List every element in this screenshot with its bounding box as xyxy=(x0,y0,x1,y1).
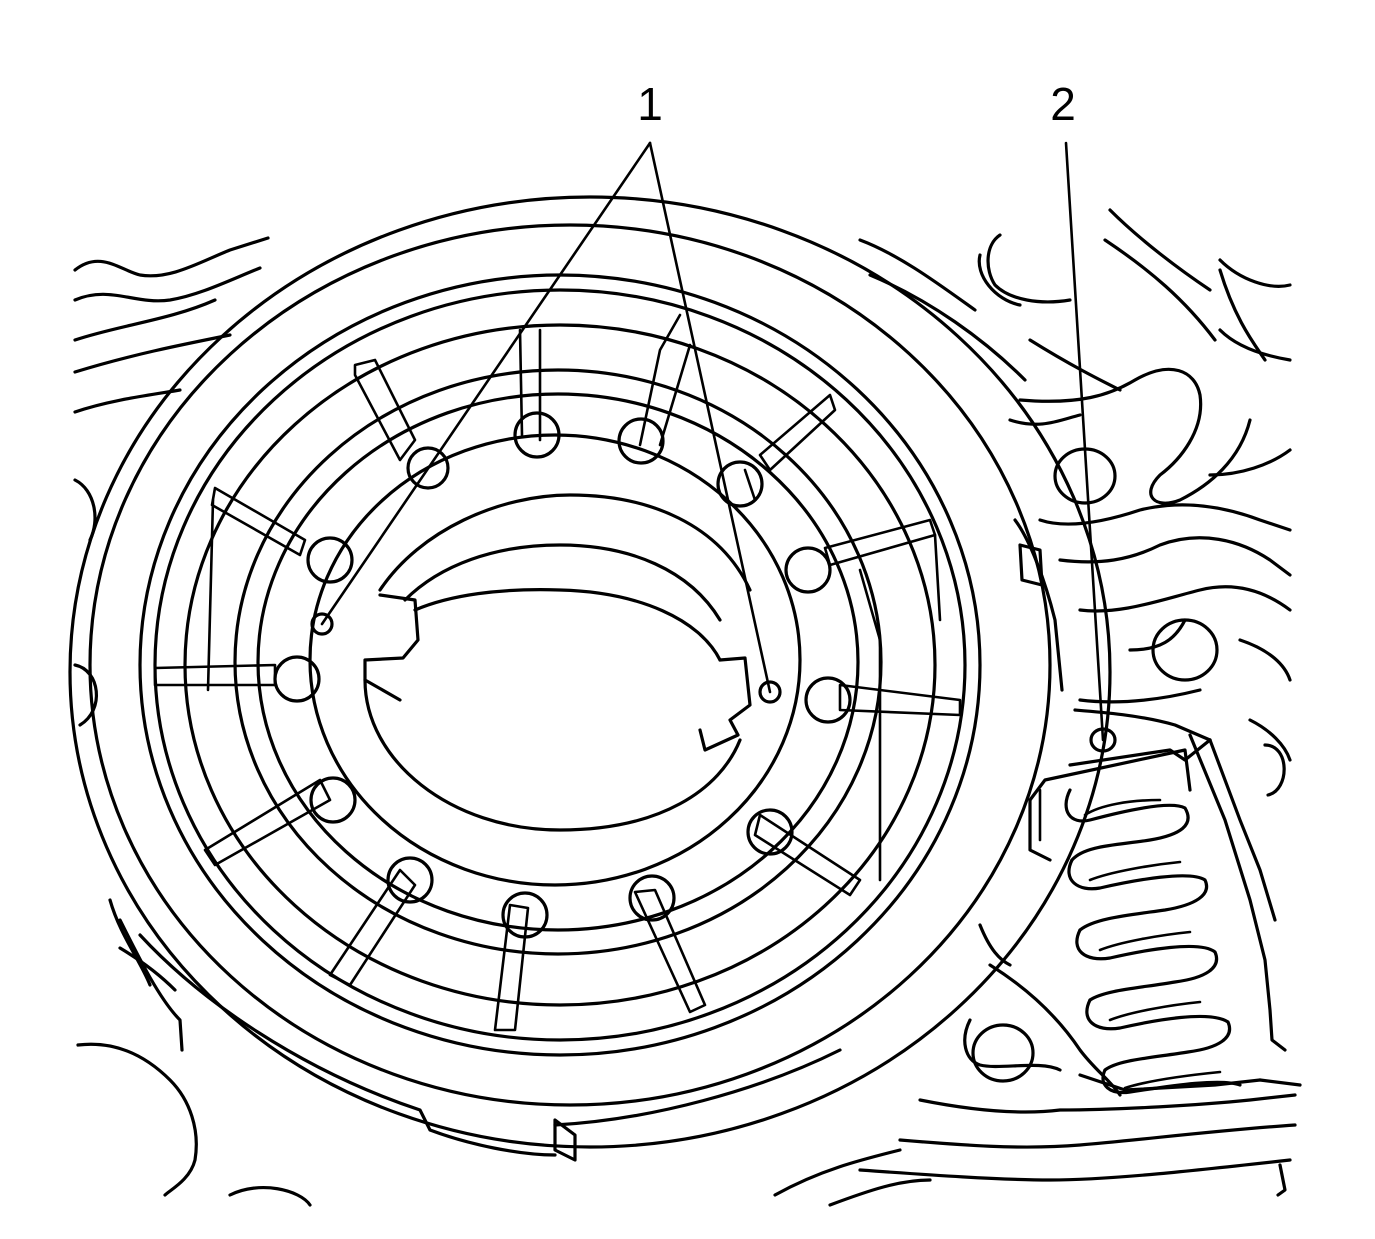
piston-housing-rings xyxy=(68,195,1112,1149)
spring-hole xyxy=(513,411,561,459)
spring-hole xyxy=(784,546,832,594)
bleed-hole-left xyxy=(310,612,334,636)
spring-hole xyxy=(628,874,676,922)
center-bore xyxy=(363,493,752,832)
spring-hole xyxy=(746,808,794,856)
callout-label-1: 1 xyxy=(637,78,663,130)
leader-line-2 xyxy=(1064,141,1105,742)
spring-pins xyxy=(153,313,962,1032)
housing-left-contours xyxy=(73,236,312,1207)
spring-hole xyxy=(406,446,450,490)
housing-holes xyxy=(971,447,1219,1083)
spring-hole xyxy=(309,776,357,824)
item-1-holes xyxy=(310,612,782,704)
housing-hole xyxy=(971,1023,1035,1083)
leader-line-1b xyxy=(648,141,772,694)
leader-lines xyxy=(320,141,1105,742)
spring-hole xyxy=(617,417,665,465)
leader-line-1a xyxy=(320,141,652,626)
callout-label-2: 2 xyxy=(1050,78,1076,130)
spring-hole xyxy=(306,536,354,584)
spring-hole xyxy=(804,676,852,724)
spring-hole xyxy=(716,460,764,508)
spring-hole xyxy=(386,856,434,904)
housing-right-contours xyxy=(773,208,1302,1207)
bleed-hole-right xyxy=(758,680,782,704)
housing-hole xyxy=(1151,618,1219,682)
housing-flange xyxy=(118,518,1064,1162)
coil-spring xyxy=(1028,748,1242,1095)
